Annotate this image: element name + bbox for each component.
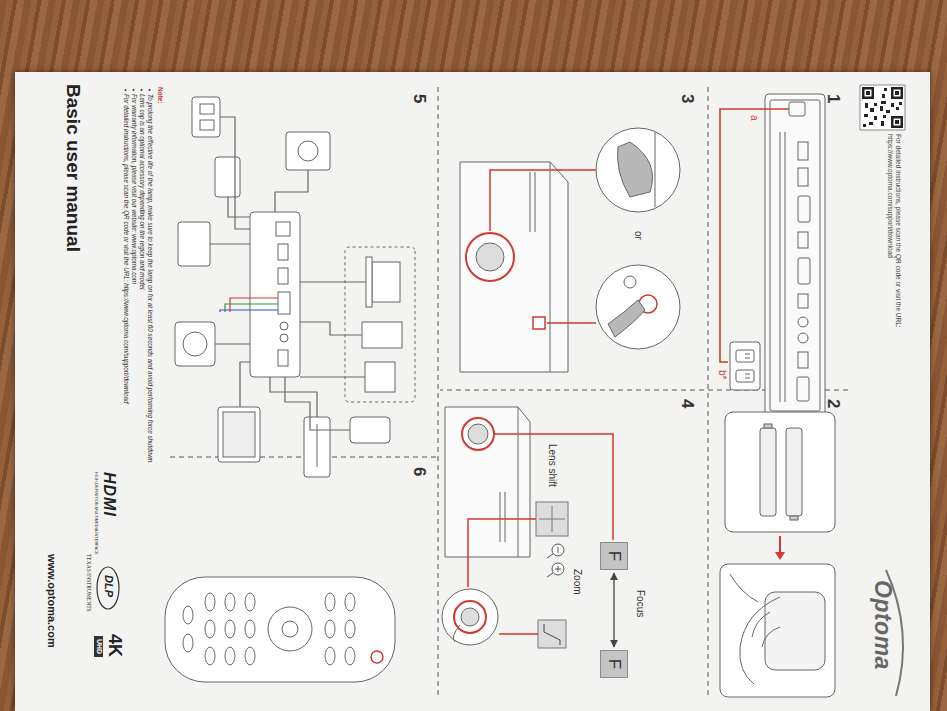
focus-letter: F	[605, 551, 624, 561]
function-name: Zoom	[571, 569, 584, 595]
lens-shift-symbol	[536, 502, 568, 536]
4k-logo: 4K	[104, 634, 127, 657]
callout-number: 1	[823, 94, 844, 103]
note-text: To prolong the effective life of the lam…	[146, 94, 154, 464]
lens-cap-inset	[596, 128, 680, 212]
website-url: www.optoma.com	[44, 554, 58, 648]
brand-logo: Optoma	[868, 580, 897, 670]
connection-diagram	[175, 97, 415, 477]
note-heading: Note:	[156, 87, 164, 104]
callout-number: 3	[677, 94, 698, 103]
connector-letter: a	[748, 115, 761, 121]
function-name: Lens shift	[546, 444, 559, 487]
ti-logo: TEXAS INSTRUMENTS	[85, 554, 92, 612]
leader-line	[494, 434, 613, 540]
remote-control	[165, 577, 395, 682]
callout-number: 5	[409, 94, 430, 103]
connection-cables	[210, 117, 366, 430]
callout-number: 2	[823, 399, 844, 408]
focus-letter: F	[605, 659, 624, 669]
focus-box: F	[600, 542, 628, 570]
logo-tagline: HIGH-DEFINITION MULTIMEDIA INTERFACE	[94, 472, 99, 555]
leader-line	[499, 633, 538, 635]
note-text: Lens cap is an optional accessory depend…	[138, 94, 146, 291]
zoom-symbol	[538, 620, 566, 648]
choice-word: or	[632, 231, 645, 240]
battery-compartment	[725, 412, 835, 532]
insert-arrow	[775, 536, 785, 560]
function-name: Focus	[634, 590, 647, 617]
note-text: For detailed instructions, please scan t…	[122, 94, 130, 403]
wall-outlet	[730, 342, 760, 390]
projector-drawing	[445, 407, 530, 557]
power-button-inset	[596, 265, 680, 349]
hdmi-logo: HDMI	[99, 472, 119, 517]
focus-box: F	[600, 650, 628, 678]
manual-page: For detailed instructions, please scan t…	[15, 72, 930, 711]
lens-ring-inset	[442, 589, 498, 645]
leader-line	[490, 170, 596, 231]
double-arrow	[613, 573, 614, 647]
callout-number: 6	[409, 467, 430, 476]
leader-line	[468, 519, 536, 587]
manual-title: Basic user manual	[61, 84, 85, 252]
hand-closing-cover	[720, 564, 835, 697]
power-cord	[720, 109, 789, 362]
projector-drawing	[460, 162, 568, 372]
rear-panel	[765, 94, 825, 417]
dlp-outline	[97, 567, 119, 609]
qr-code	[860, 85, 905, 130]
zoom-icons	[547, 544, 564, 577]
callout-number: 4	[677, 399, 698, 408]
dlp-logo: DLP	[101, 575, 115, 597]
note-text: For warranty information, please visit o…	[130, 94, 138, 284]
connector-letter: b*	[716, 370, 729, 379]
leader-line	[547, 322, 596, 324]
note-bullets	[125, 89, 151, 91]
instruction-text: For detailed instructions, please scan t…	[886, 134, 902, 362]
uhd-badge: UHD	[94, 636, 103, 657]
